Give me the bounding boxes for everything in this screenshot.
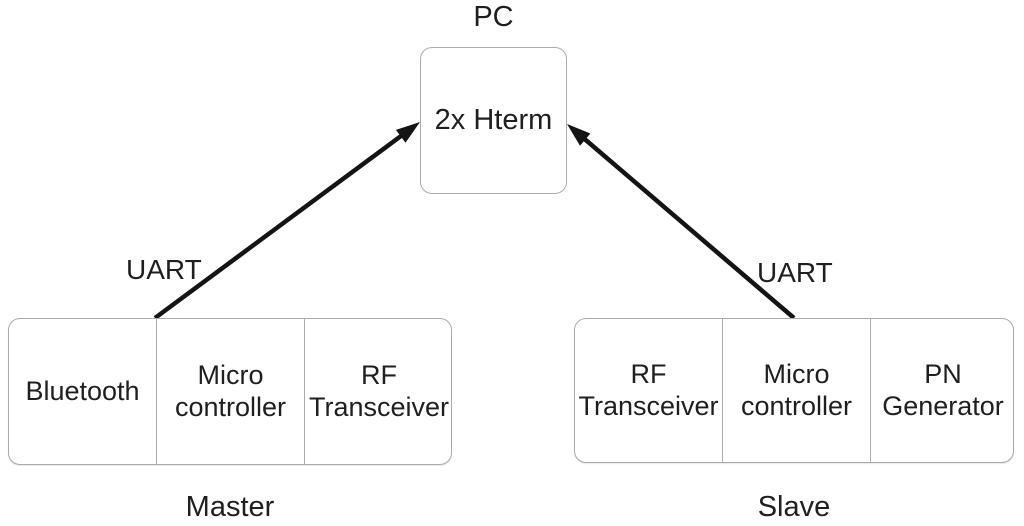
master-cell-rf-transceiver: RF Transceiver bbox=[304, 319, 453, 464]
pc-node-title: PC bbox=[473, 1, 514, 33]
uart-label-slave: UART bbox=[757, 257, 833, 288]
slave-cell-pn-generator: PN Generator bbox=[870, 319, 1015, 462]
pc-box: 2x Hterm bbox=[420, 47, 567, 194]
pc-box-label: 2x Hterm bbox=[434, 104, 553, 136]
master-cell-microcontroller: Micro controller bbox=[156, 319, 304, 464]
uart-label-master: UART bbox=[126, 254, 202, 285]
master-cell-bluetooth: Bluetooth bbox=[25, 375, 140, 406]
slave-cell-microcontroller: Micro controller bbox=[722, 319, 870, 462]
master-caption: Master bbox=[185, 491, 275, 523]
slave-cell-rf-transceiver: RF Transceiver bbox=[578, 358, 719, 421]
master-to-pc-arrow bbox=[153, 122, 420, 320]
slave-chain-box: RF Transceiver Micro controller PN Gener… bbox=[574, 318, 1014, 463]
master-chain-box: Bluetooth Micro controller RF Transceive… bbox=[8, 318, 452, 465]
slave-caption: Slave bbox=[757, 491, 831, 523]
